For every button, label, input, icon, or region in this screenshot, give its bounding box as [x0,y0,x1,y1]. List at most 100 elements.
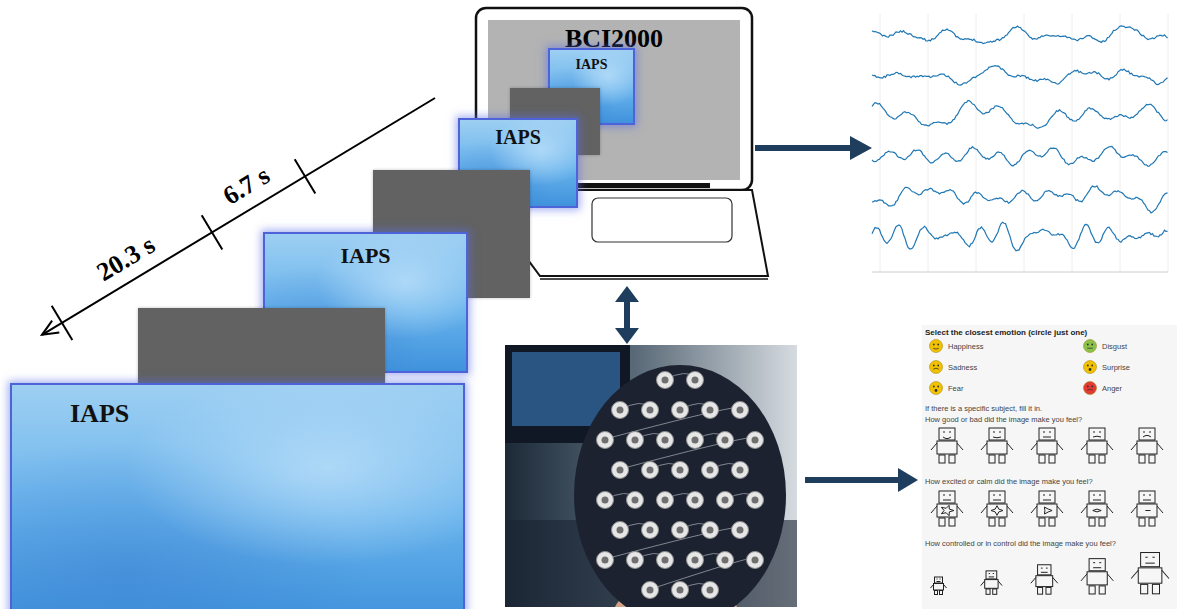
electrode-center [677,407,684,414]
electrode-center [692,377,699,384]
manikin-mouth [993,500,1001,501]
manikin-eye [989,573,990,574]
manikin-head [939,428,955,440]
eeg-trace [872,66,1168,86]
electrode [687,492,704,509]
manikin-eye [1049,432,1051,433]
image-label: IAPS [265,243,466,269]
electrode [672,462,689,479]
manikin-leg [939,518,945,526]
emoji-mouth [933,348,939,349]
arousal-burst [1093,509,1101,512]
manikin-body [985,580,998,589]
manikin-leg [1152,584,1159,593]
emotion-icon [1084,382,1097,395]
emoji-eye [1091,365,1093,367]
emotion-icon [930,382,943,395]
manikin-eye [1049,495,1051,496]
question-text: If there is a specific subject, fill it … [925,404,1042,413]
electrode-center [647,587,654,594]
emoji-eye [1087,344,1089,346]
manikin-eye [949,432,951,433]
electrode-center [737,527,744,534]
electrode-center [617,467,624,474]
manikin-eye [1043,495,1045,496]
question-text: How controlled or in control did the ima… [925,539,1116,548]
electrode-center [692,497,699,504]
manikin-leg [1099,455,1105,463]
grid-line [1168,14,1169,272]
laptop-hinge [560,183,710,188]
electrode [687,432,704,449]
manikin-body [987,441,1007,454]
electrode-center [707,587,714,594]
manikin-arm [931,506,937,513]
manikin-body [934,584,944,591]
emotion-label: Fear [948,384,963,393]
manikin-eye [949,495,951,496]
manikin-arm [1081,574,1087,581]
electrode-center [752,437,759,444]
manikin-leg [993,589,997,594]
sam-manikin [1081,428,1113,463]
manikin-eye [1152,557,1154,558]
electrode [627,552,644,569]
flow-arrowhead [898,468,918,492]
electrode-center [722,437,729,444]
electrode [702,462,719,479]
manikin-head [1141,553,1160,567]
emoji-eye [937,386,939,388]
manikin-leg [999,455,1005,463]
image-label: IAPS [460,126,576,149]
sam-manikin [1031,491,1063,526]
emotion-icon [930,340,943,353]
sam-manikin [1031,428,1063,463]
manikin-eye [1041,568,1043,569]
manikin-arm [1107,506,1113,513]
emoji-face [1084,382,1097,395]
manikin-arm [1081,506,1087,513]
manikin-arm [1157,443,1163,450]
manikin-head [935,577,943,583]
emoji-face [1084,340,1097,353]
sam-manikin [1131,491,1163,526]
electrode [702,582,719,599]
manikin-arm [1131,570,1138,578]
emoji-mouth [935,389,938,392]
manikin-arm [957,443,963,450]
grid-line [928,14,929,272]
manikin-head [1089,491,1105,503]
manikin-mouth [1043,437,1051,438]
electrode [717,552,734,569]
electrode [657,372,674,389]
electrode-center [632,437,639,444]
manikin-head [1089,428,1105,440]
emotion-label: Anger [1102,384,1122,393]
manikin-leg [1089,586,1095,594]
timeline-tick [202,215,223,249]
eeg-trace [872,222,1168,251]
emotion-label: Disgust [1102,342,1127,351]
manikin-eye [1093,432,1095,433]
manikin-eye [940,579,941,580]
manikin-mouth [1143,435,1151,437]
electrode [642,402,659,419]
manikin-eye [1093,495,1095,496]
electrode-center [602,437,609,444]
electrode [627,492,644,509]
eeg-trace [872,100,1168,128]
electrode [702,522,719,539]
manikin-arm [1031,506,1037,513]
emoji-face [930,361,943,374]
sam-manikin [981,571,1002,594]
manikin-leg [949,518,955,526]
electrode-center [737,467,744,474]
manikin-leg [939,455,945,463]
manikin-eye [943,495,945,496]
manikin-eye [1099,432,1101,433]
electrode [597,552,614,569]
manikin-leg [940,591,943,595]
electrode [717,492,734,509]
manikin-mouth [1143,500,1151,501]
manikin-leg [1149,455,1155,463]
